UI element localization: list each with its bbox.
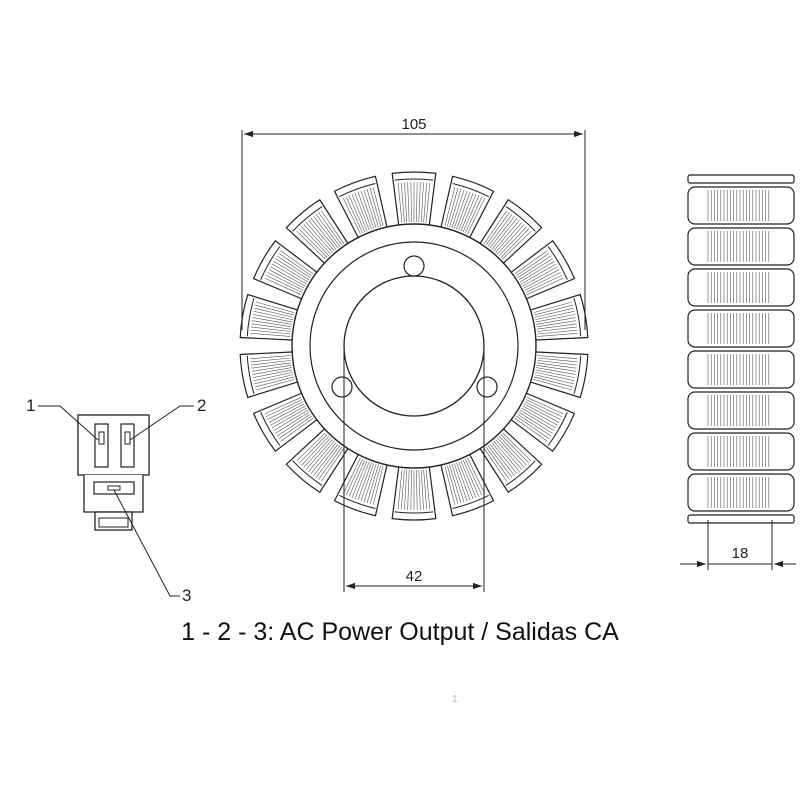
outer-diameter-dimension: 105 [241, 116, 586, 330]
stator-pole-cap [338, 494, 376, 509]
stator-pole-winding [342, 457, 384, 505]
stator-pole-cap [246, 298, 255, 337]
pin-1-contact [98, 431, 105, 445]
stator-pole-cap [547, 246, 568, 280]
stator-pole-winding [397, 182, 431, 223]
stator-pole-cap [260, 412, 281, 446]
pin-2-slot [120, 423, 135, 468]
stator-pole-cap [292, 460, 323, 486]
diagram-caption: 1 - 2 - 3: AC Power Output / Salidas CA [181, 618, 619, 646]
thickness-label: 18 [732, 545, 749, 562]
pin-1-label: 1 [26, 396, 35, 415]
pin-3-label: 3 [182, 586, 191, 605]
stator-pole-winding [342, 187, 384, 235]
pin-2-contact [124, 431, 131, 445]
stator-pole-winding [444, 457, 486, 505]
stator-pole-cap [547, 412, 568, 446]
connector-latch-slot [98, 517, 129, 528]
connector-diagram: 1 2 3 [26, 396, 206, 605]
stator-pole-cap [338, 183, 376, 198]
stator-pole-cap [292, 206, 323, 232]
connector-housing [77, 414, 150, 476]
stator-side-view: 18 [680, 174, 796, 570]
side-pole-winding [707, 272, 770, 303]
side-pole [687, 309, 795, 348]
stator-pole-cap [452, 494, 490, 509]
side-pole-winding [707, 313, 770, 344]
stator-pole-winding [264, 397, 314, 442]
stator-pole-winding [533, 301, 578, 337]
mounting-hole-left [331, 376, 353, 398]
stator-pole-cap [394, 511, 434, 514]
stator-pole-cap [452, 183, 490, 198]
side-poles [687, 186, 795, 512]
stator-pole-winding [250, 301, 295, 337]
stator-pole-winding [514, 397, 564, 442]
side-pole [687, 227, 795, 266]
stator-pole-cap [505, 460, 536, 486]
side-pole-winding [707, 477, 770, 508]
side-pole [687, 391, 795, 430]
stator-core-ring [291, 223, 537, 469]
stator-pole-cap [260, 246, 281, 280]
inner-diameter-dimension: 42 [343, 350, 485, 592]
faint-mark: 1 [452, 694, 458, 705]
side-pole [687, 473, 795, 512]
stator-pole-winding [483, 432, 532, 482]
side-pole-winding [707, 395, 770, 426]
stator-pole-cap [246, 355, 255, 394]
side-pole-winding [707, 190, 770, 221]
stator-front-view [239, 171, 589, 521]
stator-pole-cap [505, 206, 536, 232]
side-pole [687, 350, 795, 389]
side-pole-winding [707, 354, 770, 385]
stator-inner-ring [309, 241, 519, 451]
stator-pole-winding [264, 250, 314, 295]
side-bottom-plate [687, 514, 795, 524]
stator-pole-winding [296, 210, 345, 260]
side-pole [687, 432, 795, 471]
side-pole [687, 268, 795, 307]
stator-pole-cap [394, 178, 434, 181]
pin-3-contact [107, 485, 121, 491]
pin-2-label: 2 [197, 396, 206, 415]
side-pole [687, 186, 795, 225]
stator-pole-winding [533, 355, 578, 391]
stator-pole-winding [296, 432, 345, 482]
stator-pole-cap [573, 298, 582, 337]
stator-pole-winding [397, 469, 431, 510]
side-pole-winding [707, 231, 770, 262]
mounting-hole-right [476, 376, 498, 398]
outer-diameter-label: 105 [401, 116, 426, 133]
pin-1-slot [94, 423, 109, 468]
stator-pole-winding [444, 187, 486, 235]
stator-pole-cap [573, 355, 582, 394]
side-top-plate [687, 174, 795, 184]
stator-pole-winding [514, 250, 564, 295]
stator-pole-winding [483, 210, 532, 260]
inner-diameter-label: 42 [406, 568, 423, 585]
stator-pole-winding [250, 355, 295, 391]
mounting-hole-top [403, 255, 425, 277]
side-pole-winding [707, 436, 770, 467]
